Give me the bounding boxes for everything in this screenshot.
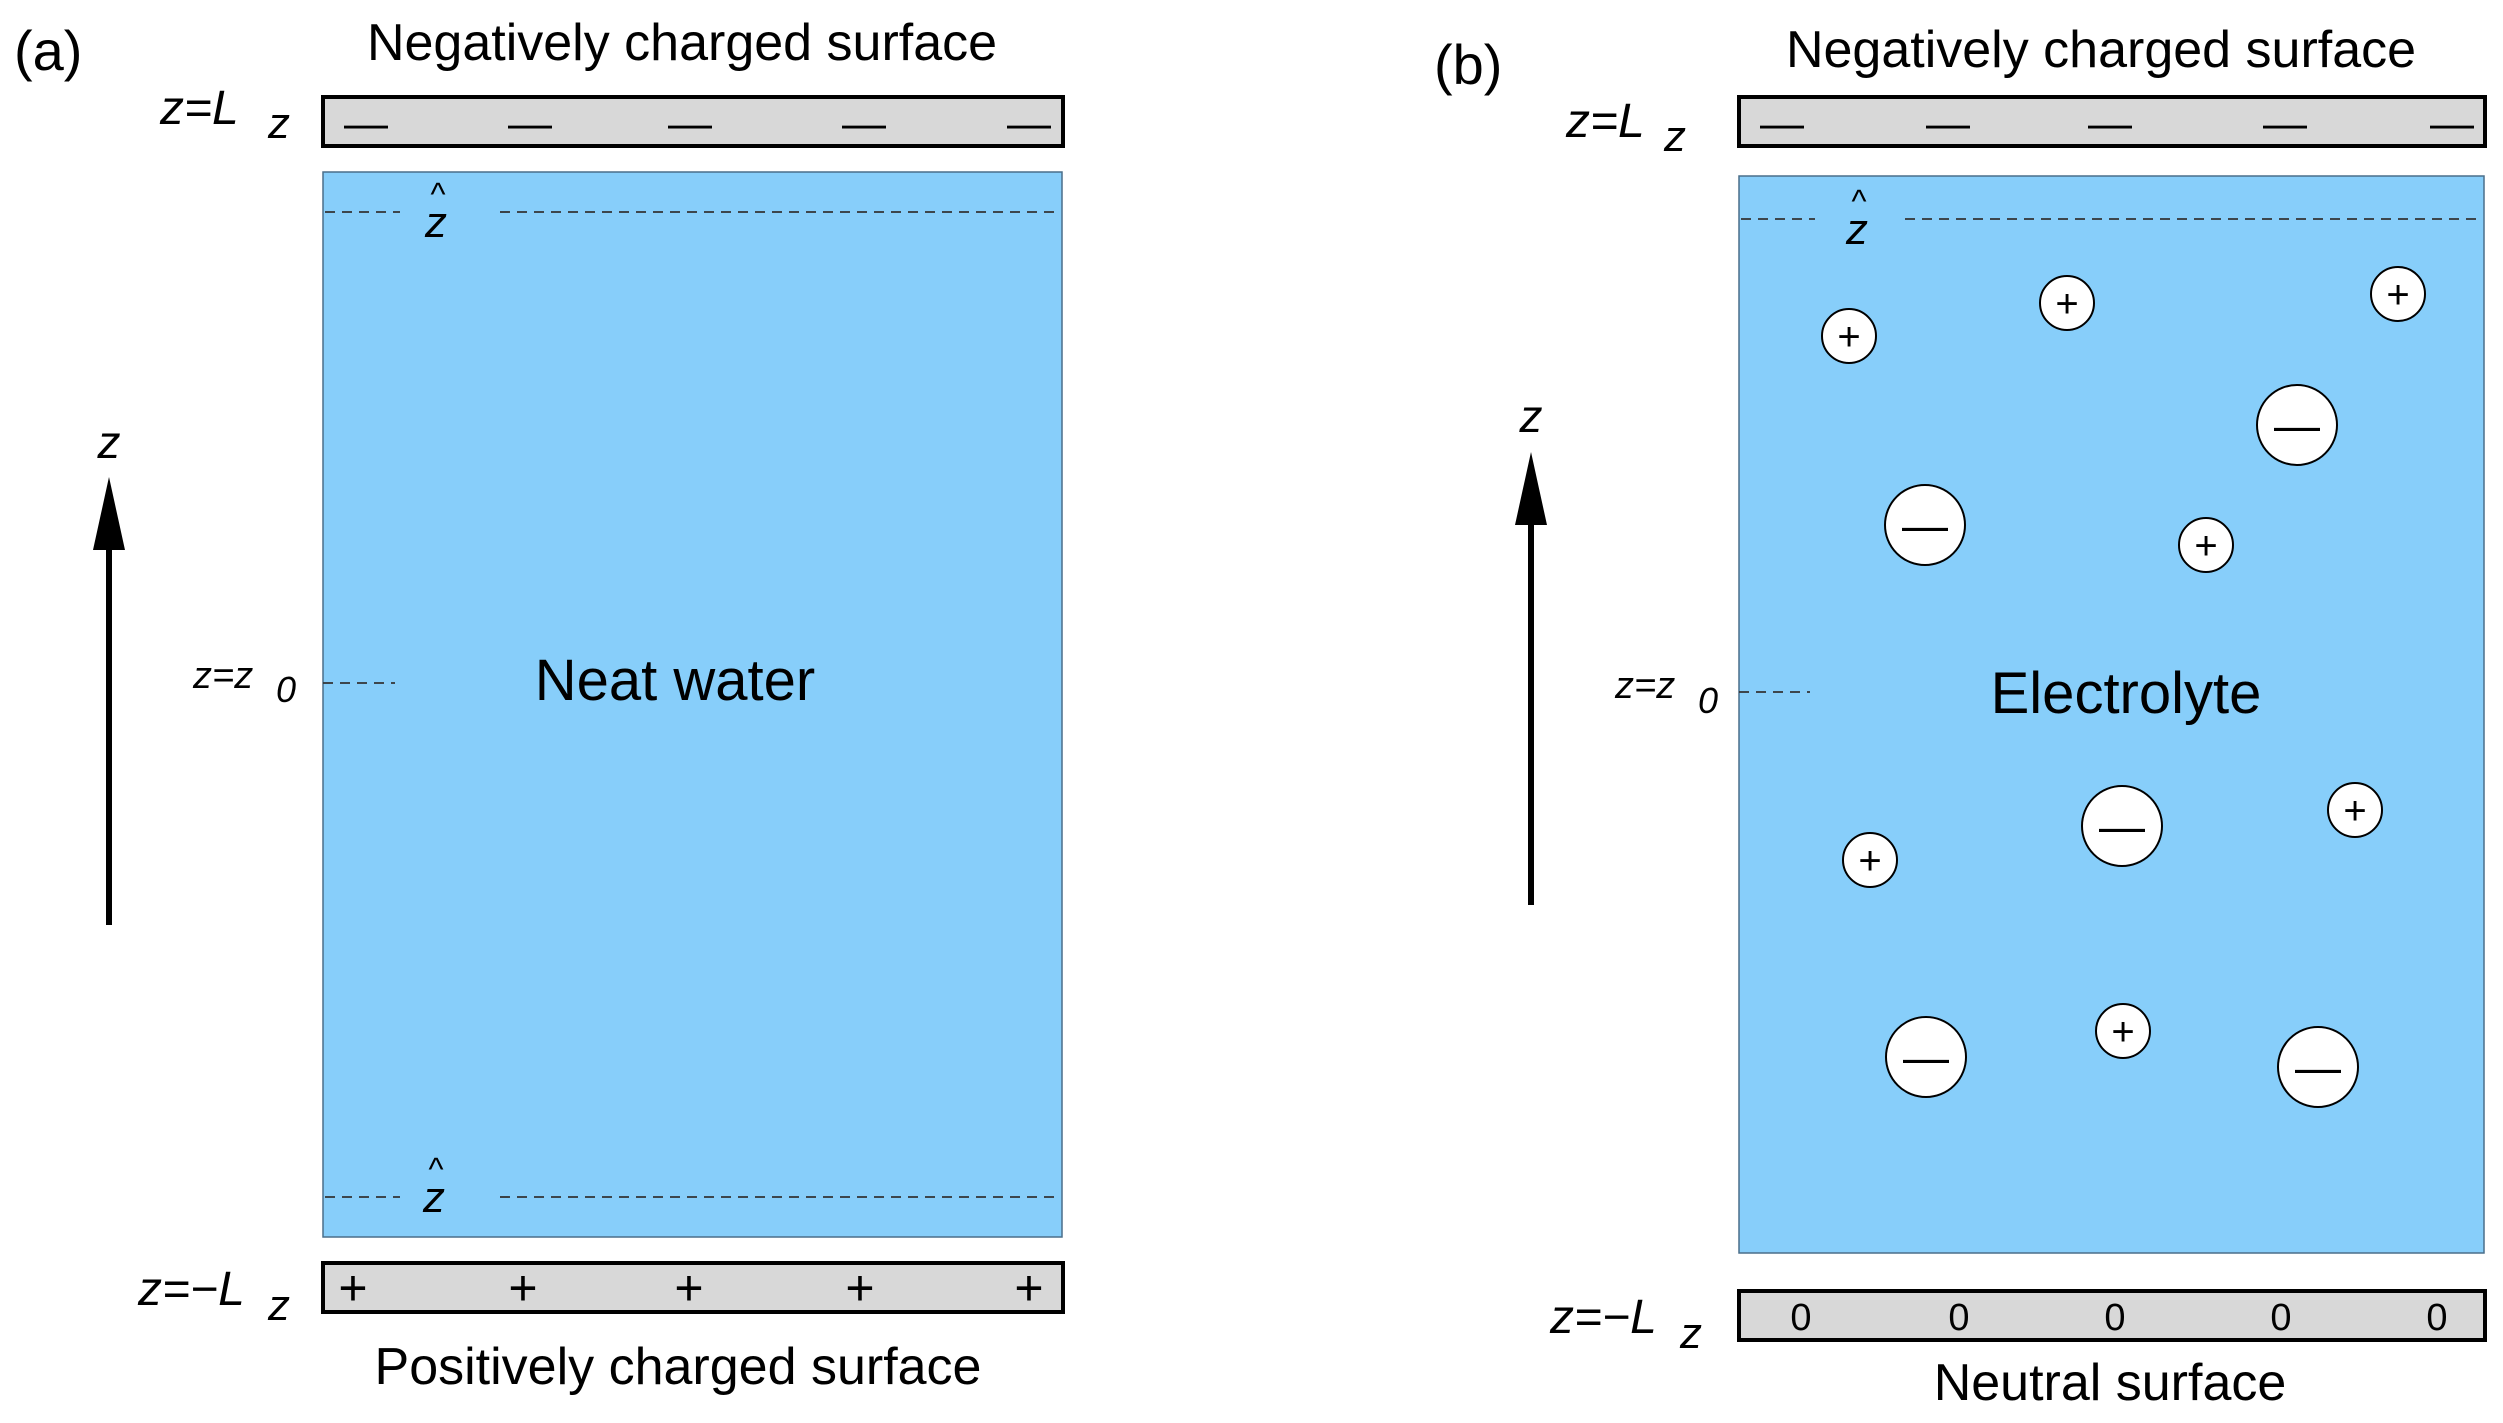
panel-b-bottom-plate <box>1737 1289 2487 1342</box>
cation-sign: + <box>2055 282 2078 326</box>
panel-a-top-boundary-label: z=L z <box>159 82 290 148</box>
up-arrow-icon <box>93 477 125 550</box>
panel-a-label: (a) <box>14 19 82 82</box>
panel-b-top-boundary-sub: z <box>1663 112 1686 161</box>
panel-a-bottom-boundary-label: z=−L z <box>137 1263 290 1330</box>
panel-a-zhat-bottom: z ^ <box>422 1151 445 1222</box>
cation-sign: + <box>1837 315 1860 359</box>
anion: — <box>1884 484 1966 566</box>
charge-minus: — <box>668 99 712 148</box>
hat-mark: ^ <box>430 176 445 212</box>
charge-minus: — <box>1760 99 1804 148</box>
panel-b-bottom-charges: 0 0 0 0 0 <box>1790 1297 2447 1339</box>
panel-a-top-boundary-main: z=L <box>159 82 239 135</box>
cation: + <box>2039 275 2095 331</box>
panel-b-top-boundary-main: z=L <box>1565 95 1645 148</box>
hat-mark: ^ <box>1851 183 1866 219</box>
charge-minus: — <box>1007 99 1051 148</box>
cation-sign: + <box>2194 524 2217 568</box>
panel-b-ions: + + + — — + — <box>1821 266 2426 1108</box>
panel-b-mid-sub: 0 <box>1698 680 1718 721</box>
charge-minus: — <box>842 99 886 148</box>
panel-b-bottom-boundary-main: z=−L <box>1549 1291 1657 1344</box>
up-arrow-icon <box>1515 452 1547 525</box>
anion-sign: — <box>2295 1041 2341 1093</box>
cation: + <box>1842 832 1898 888</box>
anion: — <box>2277 1026 2359 1108</box>
charge-plus: + <box>845 1260 874 1316</box>
panel-a-zhat-top: z ^ <box>424 176 447 247</box>
charge-neutral: 0 <box>1790 1297 1811 1339</box>
charge-minus: — <box>344 99 388 148</box>
panel-a-mid-main: z=z <box>192 655 253 697</box>
charge-minus: — <box>508 99 552 148</box>
panel-b-top-surface-title: Negatively charged surface <box>1786 21 2416 79</box>
panel-a-top-boundary-sub: z <box>267 99 290 148</box>
charge-neutral: 0 <box>2270 1297 2291 1339</box>
cation-sign: + <box>1858 839 1881 883</box>
charge-plus: + <box>1014 1260 1043 1316</box>
cation-sign: + <box>2386 273 2409 317</box>
zhat-label: z <box>422 1173 445 1222</box>
panel-a-top-plate <box>321 95 1065 148</box>
panel-b-zhat-top: z ^ <box>1845 183 1868 254</box>
charge-minus: — <box>2430 99 2474 148</box>
charge-neutral: 0 <box>2426 1297 2447 1339</box>
panel-a-bottom-surface-title: Positively charged surface <box>375 1338 982 1396</box>
charge-plus: + <box>674 1260 703 1316</box>
cation: + <box>2178 517 2234 573</box>
panel-b-top-plate <box>1737 95 2487 148</box>
panel-a: (a) Negatively charged surface z=L z — —… <box>14 14 1065 1396</box>
panel-a-bottom-charges: + + + + + <box>338 1260 1043 1316</box>
panel-b-label: (b) <box>1434 33 1502 96</box>
panel-b-bottom-surface-title: Neutral surface <box>1934 1354 2287 1412</box>
anion-sign: — <box>2099 800 2145 852</box>
panel-a-mid-sub: 0 <box>276 669 296 710</box>
panel-a-bottom-boundary-sub: z <box>267 1281 290 1330</box>
panel-b-region-label: Electrolyte <box>1991 661 2262 726</box>
panel-a-axis-label: z <box>97 416 121 468</box>
charge-neutral: 0 <box>1948 1297 1969 1339</box>
panel-a-region-label: Neat water <box>535 648 815 713</box>
charge-minus: — <box>1926 99 1970 148</box>
panel-b: (b) Negatively charged surface z=L z — —… <box>1434 21 2487 1412</box>
anion: — <box>1885 1016 1967 1098</box>
anion-sign: — <box>1902 499 1948 551</box>
cation: + <box>2370 266 2426 322</box>
charge-minus: — <box>2088 99 2132 148</box>
anion: — <box>2256 384 2338 466</box>
panel-a-top-charges: — — — — — <box>344 99 1051 148</box>
panel-b-axis-label: z <box>1519 390 1543 442</box>
panel-a-bottom-plate <box>321 1261 1065 1314</box>
panel-b-top-charges: — — — — — <box>1760 99 2474 148</box>
panel-b-mid-label: z=z 0 <box>1614 665 1718 721</box>
panel-a-mid-label: z=z 0 <box>192 655 296 710</box>
charge-plus: + <box>338 1260 367 1316</box>
cation: + <box>1821 308 1877 364</box>
cation: + <box>2327 782 2383 838</box>
panel-b-bottom-boundary-label: z=−L z <box>1549 1291 1702 1358</box>
charge-minus: — <box>2263 99 2307 148</box>
charge-plus: + <box>508 1260 537 1316</box>
panel-a-water-region <box>322 171 1063 1238</box>
cation: + <box>2095 1003 2151 1059</box>
cation-sign: + <box>2111 1010 2134 1054</box>
panel-b-top-boundary-label: z=L z <box>1565 95 1686 161</box>
anion-sign: — <box>2274 399 2320 451</box>
panel-a-top-surface-title: Negatively charged surface <box>367 14 997 72</box>
panel-b-z-axis: z <box>1515 390 1547 905</box>
panel-a-z-axis: z <box>93 416 125 925</box>
charge-neutral: 0 <box>2104 1297 2125 1339</box>
anion: — <box>2081 785 2163 867</box>
anion-sign: — <box>1903 1031 1949 1083</box>
zhat-label: z <box>1845 205 1868 254</box>
hat-mark: ^ <box>428 1151 443 1187</box>
cation-sign: + <box>2343 789 2366 833</box>
panel-b-mid-main: z=z <box>1614 665 1675 707</box>
zhat-label: z <box>424 198 447 247</box>
panel-b-bottom-boundary-sub: z <box>1679 1309 1702 1358</box>
panel-a-bottom-boundary-main: z=−L <box>137 1263 245 1316</box>
